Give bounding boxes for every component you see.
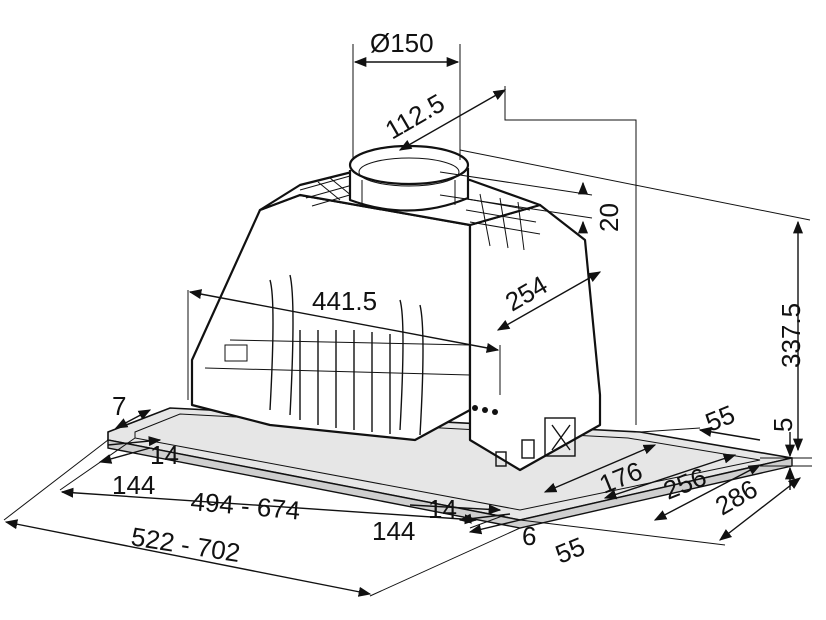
duct-collar: [348, 144, 470, 212]
dim-small-gap: 6: [522, 521, 536, 551]
dim-inset-left: 14: [150, 440, 179, 470]
dim-collar-height: 20: [594, 203, 624, 232]
dim-body-width: 441.5: [312, 286, 377, 316]
dim-outlet-offset: 112.5: [380, 88, 450, 146]
dim-overall-width: 522 - 702: [129, 521, 242, 568]
dim-duct-diameter: Ø150: [370, 28, 434, 58]
dim-overall-height: 337.5: [776, 303, 806, 368]
dim-plate-height: 5: [768, 418, 798, 432]
dim-edge-left: 7: [112, 391, 126, 421]
dim-front-offset: 55: [551, 531, 589, 570]
dim-flange-width: 494 - 674: [189, 486, 301, 525]
dim-inset-right: 14: [428, 494, 457, 524]
dim-margin-right: 144: [372, 516, 415, 546]
dim-margin-left: 144: [112, 470, 155, 500]
dimension-lines: [3, 44, 812, 597]
